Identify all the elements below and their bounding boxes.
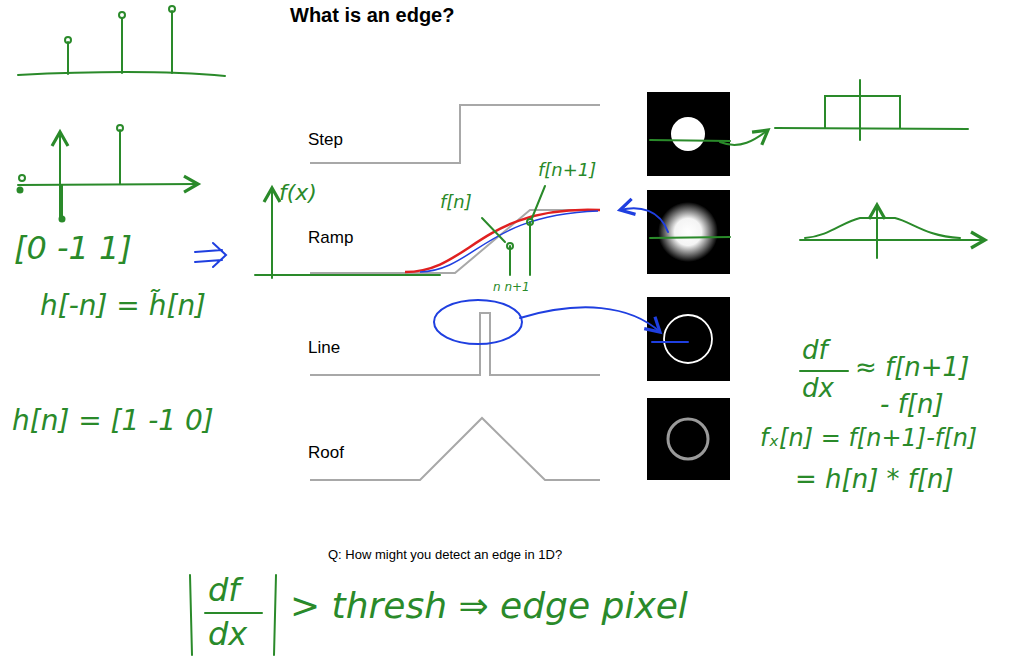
equation: - f[n] <box>880 390 944 420</box>
profile-label: Line <box>308 338 340 358</box>
index-label: n n+1 <box>493 281 530 295</box>
axis-label: f(x) <box>279 180 317 205</box>
equation: h[n] = [1 -1 0] <box>12 405 214 437</box>
sample-label: f[n+1] <box>538 160 596 181</box>
slide-title: What is an edge? <box>290 4 454 27</box>
equation: ≈ f[n+1] <box>855 353 969 383</box>
profile-label: Roof <box>308 443 344 463</box>
equation: h[-n] = h̃[n] <box>40 290 206 322</box>
question-text: Q: How might you detect an edge in 1D? <box>328 548 562 563</box>
blue-arrows <box>195 208 688 344</box>
profile-label: Step <box>308 130 343 150</box>
edge-profiles <box>310 105 600 480</box>
threshold-rule: > thresh ⇒ edge pixel <box>290 585 688 626</box>
profile-label: Ramp <box>308 228 353 248</box>
sample-label: f[n] <box>440 192 472 213</box>
fraction-part: df <box>208 572 240 609</box>
filter-kernel: [0 -1 1] <box>14 230 132 267</box>
equation: = h[n] * f[n] <box>795 465 954 495</box>
fraction-part: dx <box>208 616 247 653</box>
equation: fₓ[n] = f[n+1]-f[n] <box>760 425 977 453</box>
handwritten-strokes <box>18 6 986 655</box>
fraction-part: dx <box>802 374 834 404</box>
fraction-part: df <box>802 336 828 366</box>
